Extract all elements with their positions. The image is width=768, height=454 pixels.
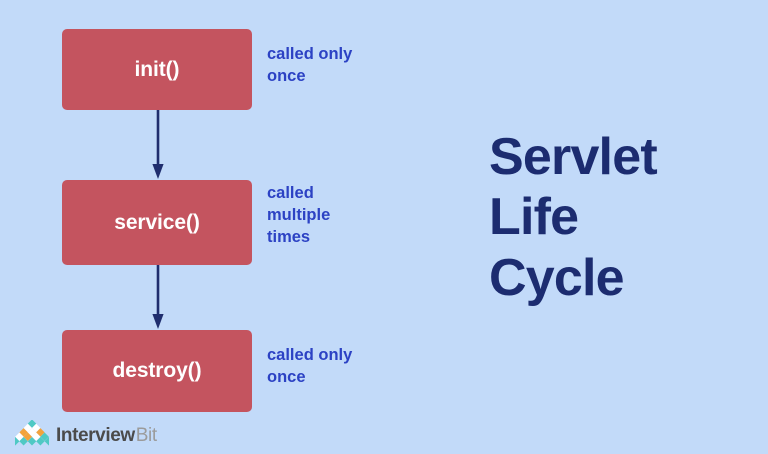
- flow-box-init: init(): [62, 29, 252, 110]
- annotation-init: called only once: [267, 44, 402, 88]
- flow-box-label-destroy: destroy(): [112, 359, 202, 382]
- logo-word-interview: Interview: [56, 424, 135, 446]
- interviewbit-logo: Interview Bit: [10, 419, 157, 451]
- page-title-line-3: Cycle: [489, 248, 625, 307]
- annotation-service-line-1: called: [267, 184, 314, 202]
- arrow-init-to-service: [152, 110, 164, 180]
- interviewbit-pyramid-icon: [10, 419, 54, 451]
- annotation-destroy-line-2: once: [267, 367, 306, 386]
- flow-box-destroy: destroy(): [62, 330, 252, 412]
- annotation-init-line-2: once: [267, 66, 306, 85]
- page-title: Servlet Life Cycle: [489, 127, 658, 308]
- annotation-destroy-line-1: called only: [267, 346, 353, 364]
- page-title-line-1: Servlet: [489, 128, 658, 186]
- annotation-service-line-3: times: [267, 227, 311, 246]
- logo-word-bit: Bit: [135, 424, 157, 446]
- annotation-destroy: called only once: [267, 345, 402, 389]
- annotation-service-line-2: multiple: [267, 205, 331, 224]
- flow-box-service: service(): [62, 180, 252, 265]
- flow-box-label-service: service(): [114, 210, 200, 234]
- arrow-service-to-destroy: [152, 265, 164, 330]
- flow-box-label-init: init(): [134, 57, 180, 81]
- page-title-line-2: Life: [489, 188, 579, 247]
- annotation-init-line-1: called only: [267, 45, 353, 63]
- annotation-service: called multiple times: [267, 183, 402, 248]
